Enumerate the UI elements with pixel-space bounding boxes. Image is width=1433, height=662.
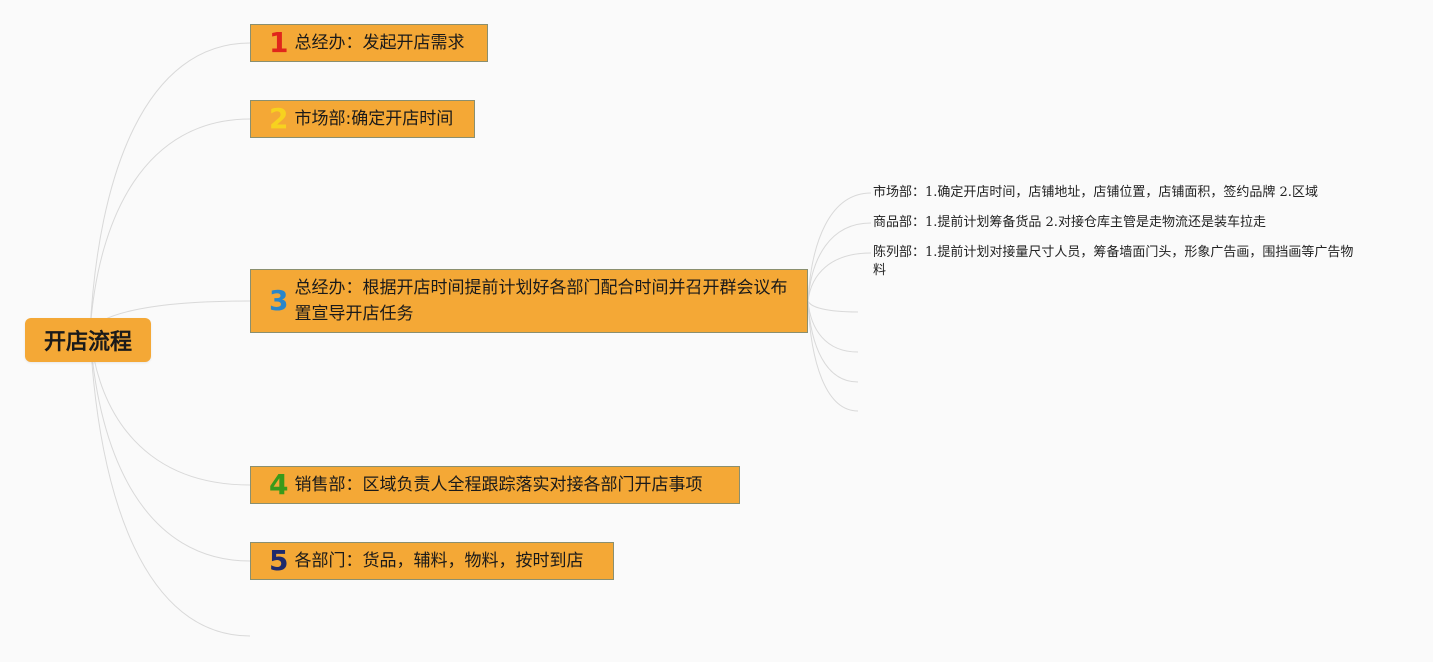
branch-node-1[interactable]: 1 总经办：发起开店需求	[250, 24, 488, 62]
connector-sub-7	[807, 300, 859, 412]
connector-sub-1	[807, 192, 872, 302]
number-2-icon: 2	[269, 102, 289, 135]
branch-label-2: 市场部:确定开店时间	[294, 109, 454, 129]
connector-sub-6	[807, 300, 859, 383]
branch-node-3[interactable]: 3 总经办：根据开店时间提前计划好各部门配合时间并召开群会议布置宣导开店任务	[250, 269, 808, 333]
branch-label-1: 总经办：发起开店需求	[294, 33, 465, 53]
branch-node-5[interactable]: 5 各部门：货品，辅料，物料，按时到店	[250, 542, 614, 580]
connector-sub-3	[807, 252, 872, 302]
number-4-icon: 4	[269, 468, 289, 501]
connector-branch-2	[89, 118, 251, 333]
root-node[interactable]: 开店流程	[25, 318, 151, 362]
connector-sub-5	[807, 300, 859, 353]
sub-item-market[interactable]: 市场部：1.确定开店时间，店铺地址，店铺位置，店铺面积，签约品牌 2.区域	[873, 185, 1318, 200]
number-3-icon: 3	[269, 284, 289, 317]
sub-item-display[interactable]: 陈列部：1.提前计划对接量尺寸人员，筹备墙面门头，形象广告画，围挡画等广告物料	[873, 245, 1354, 278]
number-5-icon: 5	[269, 544, 289, 577]
branch-label-4: 销售部：区域负责人全程跟踪落实对接各部门开店事项	[294, 475, 703, 495]
branch-node-4[interactable]: 4 销售部：区域负责人全程跟踪落实对接各部门开店事项	[250, 466, 740, 504]
sub-item-merchandise[interactable]: 商品部：1.提前计划筹备货品 2.对接仓库主管是走物流还是装车拉走	[873, 215, 1266, 230]
root-label: 开店流程	[43, 330, 132, 355]
connector-branch-6	[89, 331, 251, 637]
number-1-icon: 1	[269, 26, 289, 59]
connector-branch-1	[89, 42, 251, 333]
branch-label-5: 各部门：货品，辅料，物料，按时到店	[294, 551, 584, 571]
connector-sub-4	[807, 300, 859, 313]
branch-label-3: 总经办：根据开店时间提前计划好各部门配合时间并召开群会议布置宣导开店任务	[294, 278, 788, 324]
connector-branch-5	[89, 331, 251, 562]
connector-sub-2	[807, 222, 872, 302]
branch-node-2[interactable]: 2 市场部:确定开店时间	[250, 100, 475, 138]
